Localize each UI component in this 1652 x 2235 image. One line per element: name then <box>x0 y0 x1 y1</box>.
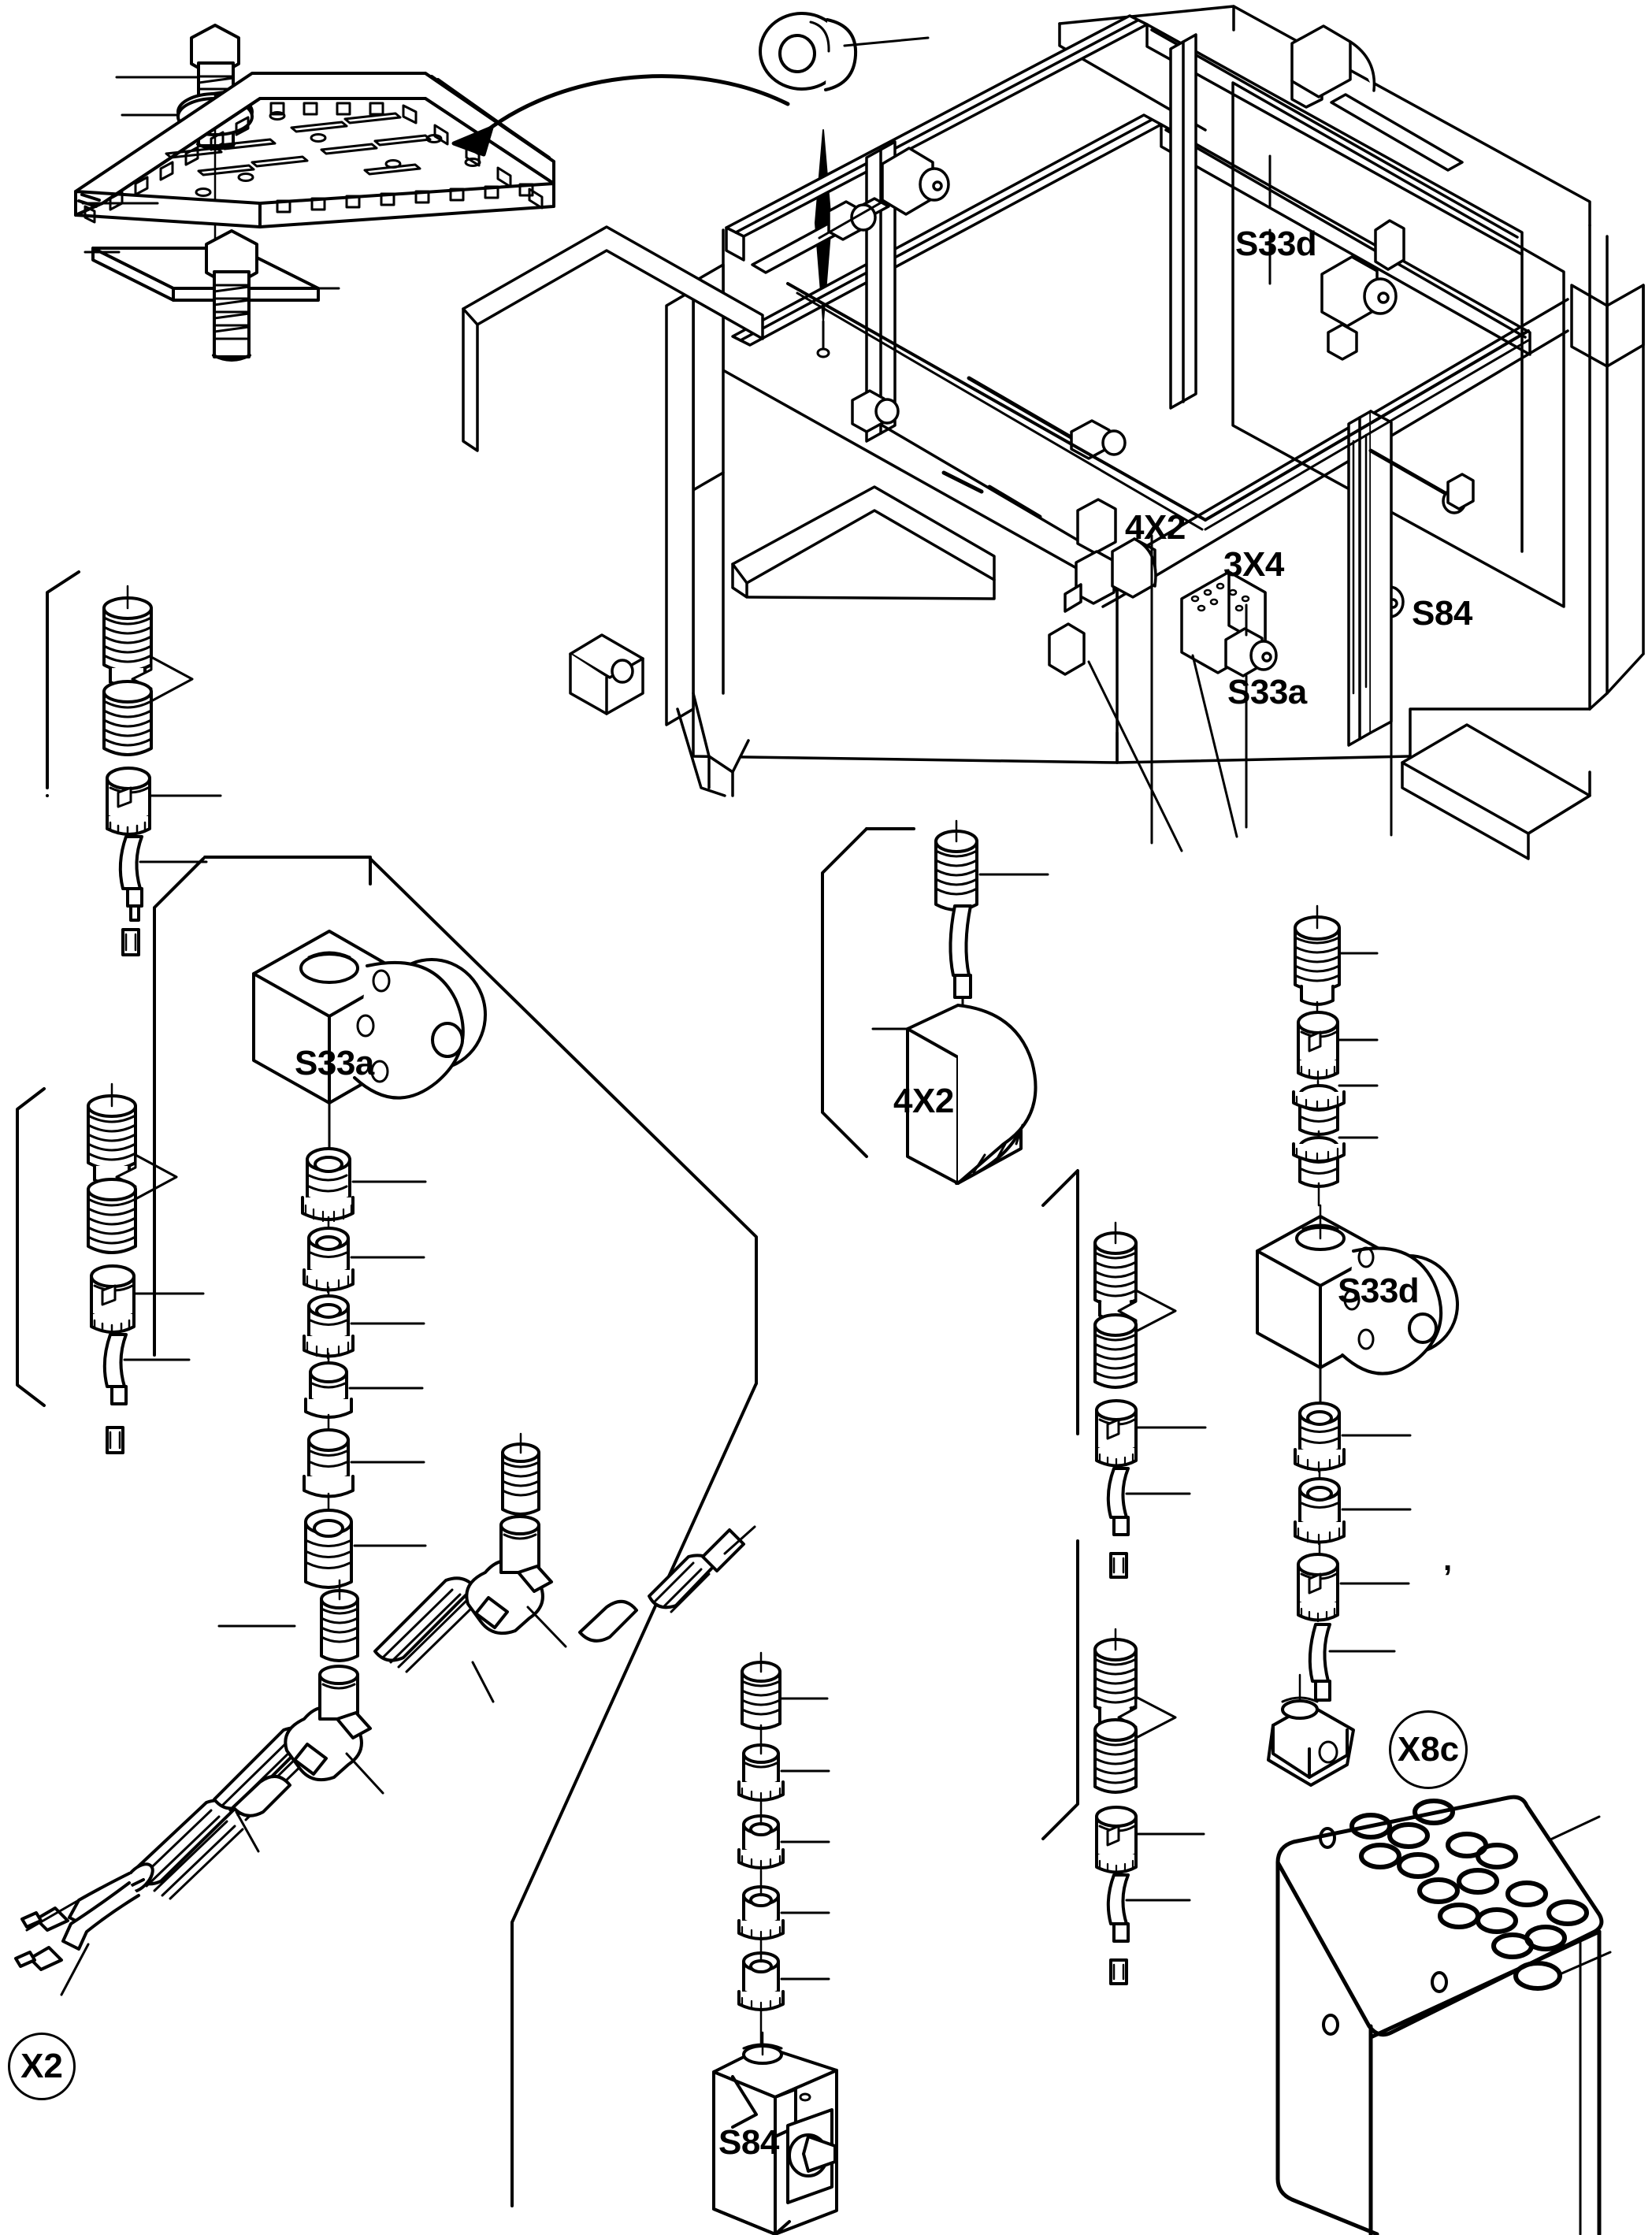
conduit-stack-left-1 <box>102 585 222 956</box>
callout-s33a-detail: S33a <box>295 1044 374 1082</box>
balloon-x8c-label: X8c <box>1397 1730 1460 1769</box>
detail-bracket-left-bottom <box>16 1087 46 1407</box>
callout-3x4-cabinet: 3X4 <box>1223 545 1284 584</box>
detail-bracket-left-top <box>46 570 80 797</box>
callout-s33d-detail: S33d <box>1338 1272 1420 1310</box>
install-arrow-curve <box>451 74 790 157</box>
conduit-stack-left-2 <box>87 1082 205 1454</box>
callout-s33d-cabinet: S33d <box>1235 225 1317 263</box>
callout-s84-cabinet: S84 <box>1412 594 1472 633</box>
gland-stack-s33a <box>301 1147 427 1589</box>
callout-4x2-cabinet: 4X2 <box>1125 508 1186 547</box>
callout-4x2-detail: 4X2 <box>893 1082 954 1120</box>
balloon-x8c: X8c <box>1389 1710 1468 1789</box>
harness-manifold <box>14 1432 756 1996</box>
junction-box <box>1275 1795 1612 2235</box>
balloon-x2-label: X2 <box>20 2047 63 2085</box>
cabinet-inner-fittings <box>569 24 1530 852</box>
s33d-detail-stack-upper <box>1292 904 1379 1207</box>
conduit-stack-centre-low-2 <box>1093 1628 1205 1985</box>
round-grommet-plug <box>759 12 930 91</box>
conduit-4x2 <box>934 819 1049 1038</box>
detail-bracket-centre-low <box>1041 1169 1079 1840</box>
detail-frame-s33a <box>153 856 758 2207</box>
hex-bolt-lower <box>205 229 340 362</box>
balloon-x2: X2 <box>8 2033 76 2100</box>
stray-comma-artifact: , <box>1443 1543 1452 1577</box>
callout-s84-detail: S84 <box>718 2123 779 2162</box>
conduit-stack-centre-low <box>1093 1221 1207 1579</box>
s84-detail-stack <box>737 1651 830 2050</box>
s33d-sensor-detail <box>1256 1204 1459 1415</box>
s84-limit-switch-housing <box>712 2031 838 2235</box>
cable-tray <box>74 72 555 228</box>
callout-s33a-cabinet: S33a <box>1227 673 1307 711</box>
s33a-sensor-detail <box>252 930 487 1161</box>
4x2-connector-block <box>871 1004 1038 1185</box>
s33d-gland-stack-lower <box>1267 1402 1412 1787</box>
detail-bracket-centre <box>821 827 915 1158</box>
